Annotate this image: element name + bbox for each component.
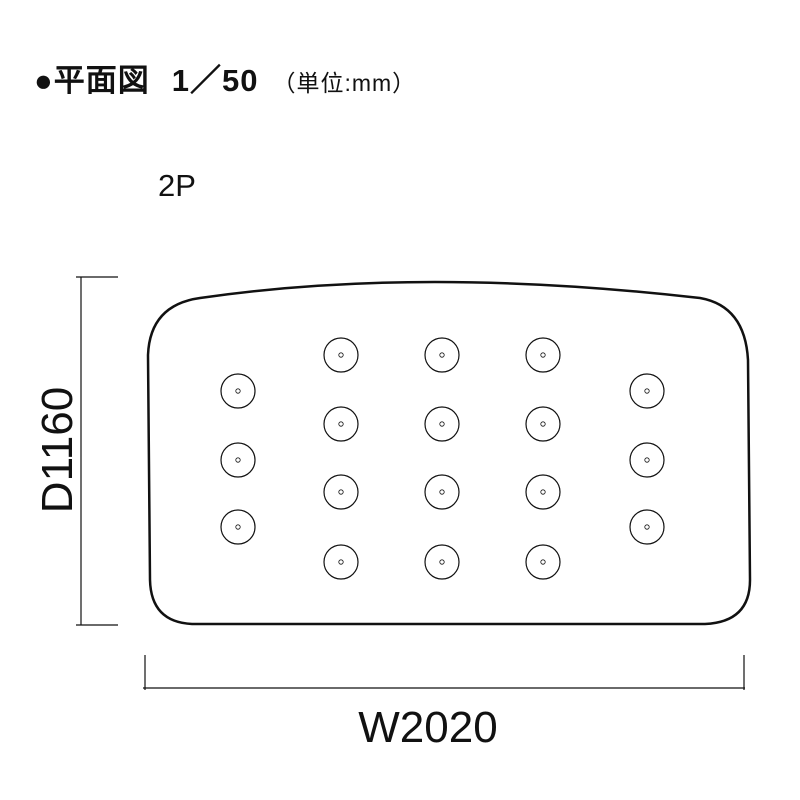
- capacity-label: 2P: [158, 168, 196, 203]
- hole-center: [338, 421, 344, 427]
- hole: [220, 442, 256, 478]
- table-outline: [146, 280, 752, 626]
- hole-center: [235, 457, 241, 463]
- hole-center: [540, 421, 546, 427]
- hole-center: [540, 489, 546, 495]
- scale-label: 1／50: [171, 63, 259, 98]
- hole: [629, 509, 665, 545]
- hole: [525, 474, 561, 510]
- hole: [525, 406, 561, 442]
- hole-center: [644, 457, 650, 463]
- hole: [424, 406, 460, 442]
- hole: [629, 373, 665, 409]
- hole: [424, 544, 460, 580]
- plan-title: ●平面図 1／50 （単位:mm）: [34, 55, 416, 100]
- title-label: 平面図: [53, 63, 150, 98]
- hole-center: [338, 559, 344, 565]
- hole: [323, 474, 359, 510]
- hole-center: [439, 489, 445, 495]
- hole: [525, 544, 561, 580]
- hole: [424, 337, 460, 373]
- hole-center: [644, 524, 650, 530]
- hole-center: [439, 421, 445, 427]
- unit-label: （単位:mm）: [272, 70, 417, 96]
- depth-dimension-line: [76, 276, 118, 626]
- hole-center: [338, 489, 344, 495]
- bullet-icon: ●: [34, 63, 54, 98]
- width-label: W2020: [358, 703, 497, 752]
- hole-center: [439, 352, 445, 358]
- hole-center: [235, 524, 241, 530]
- hole: [629, 442, 665, 478]
- hole: [323, 337, 359, 373]
- hole: [525, 337, 561, 373]
- hole: [323, 406, 359, 442]
- hole-center: [540, 559, 546, 565]
- hole: [323, 544, 359, 580]
- depth-label: D1160: [33, 387, 82, 513]
- hole-center: [439, 559, 445, 565]
- hole-center: [235, 388, 241, 394]
- hole-group: [220, 337, 665, 580]
- hole: [220, 373, 256, 409]
- hole: [220, 509, 256, 545]
- width-dimension-line: [143, 655, 745, 690]
- hole-center: [338, 352, 344, 358]
- hole-center: [644, 388, 650, 394]
- hole-center: [540, 352, 546, 358]
- hole: [424, 474, 460, 510]
